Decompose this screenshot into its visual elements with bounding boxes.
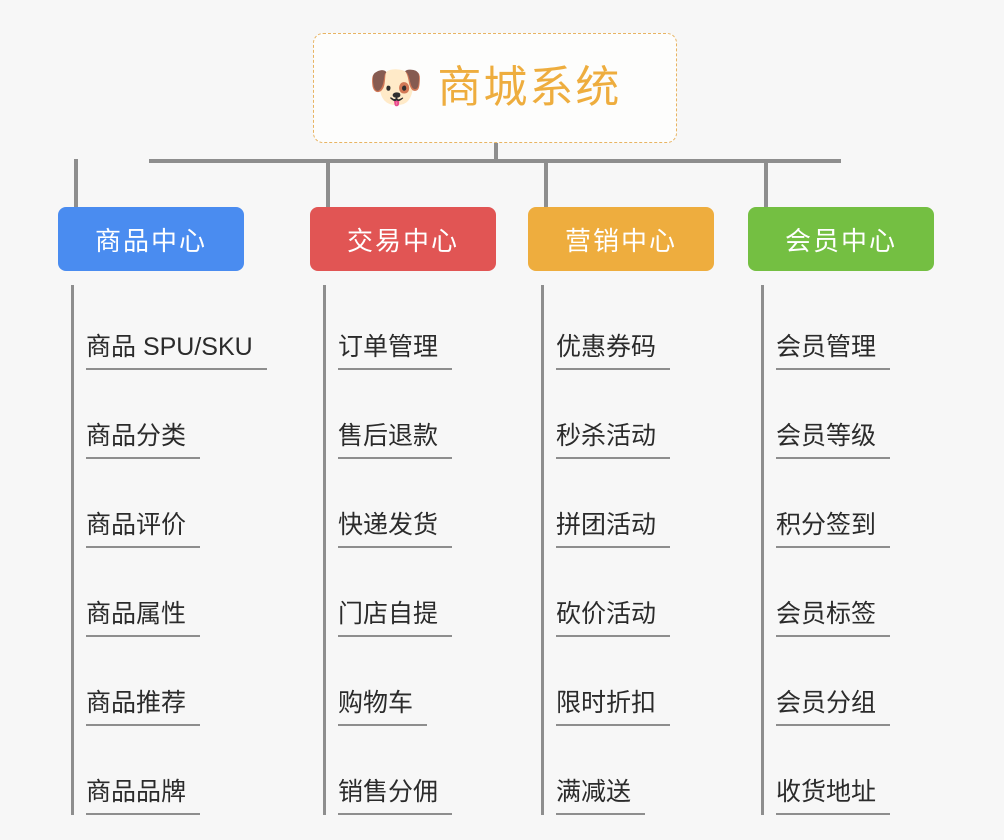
root-title: 商城系统 [437,63,622,112]
leaf-item-label: 满减送 [556,778,646,815]
leaf-item[interactable]: 购物车 [324,641,496,730]
branch-column-2: 交易中心订单管理售后退款快递发货门店自提购物车销售分佣 [310,207,496,819]
leaf-item-label: 销售分佣 [338,778,453,815]
leaf-item-label: 售后退款 [338,422,453,459]
leaf-item[interactable]: 满减送 [542,730,714,819]
leaf-item[interactable]: 拼团活动 [542,463,714,552]
branch-leaf-list-2: 订单管理售后退款快递发货门店自提购物车销售分佣 [310,285,496,819]
leaf-item[interactable]: 快递发货 [324,463,496,552]
leaf-item[interactable]: 商品评价 [72,463,244,552]
leaf-item[interactable]: 商品品牌 [72,730,244,819]
branch-trunk-3 [541,285,544,815]
branch-leaf-list-1: 商品 SPU/SKU 商品分类商品评价商品属性商品推荐商品品牌 [58,285,267,819]
connector-drop-3 [544,159,548,207]
leaf-item[interactable]: 商品属性 [72,552,244,641]
leaf-item-label: 砍价活动 [556,600,671,637]
branch-header-4[interactable]: 会员中心 [748,207,934,271]
leaf-item-label: 拼团活动 [556,511,671,548]
branch-header-label: 会员中心 [784,225,897,256]
branch-column-1: 商品中心商品 SPU/SKU 商品分类商品评价商品属性商品推荐商品品牌 [58,207,267,819]
leaf-item[interactable]: 商品 SPU/SKU [72,285,267,374]
leaf-item[interactable]: 限时折扣 [542,641,714,730]
connector-root-stem [494,143,498,162]
leaf-item-label: 门店自提 [338,600,453,637]
branch-header-1[interactable]: 商品中心 [58,207,244,271]
leaf-item-label: 商品分类 [86,422,201,459]
leaf-item-label: 会员标签 [776,600,891,637]
leaf-item[interactable]: 会员标签 [762,552,934,641]
leaf-item-label: 商品推荐 [86,689,201,726]
leaf-item-label: 优惠券码 [556,333,671,370]
branch-trunk-2 [323,285,326,815]
leaf-item-label: 商品评价 [86,511,201,548]
leaf-item-label: 会员管理 [776,333,891,370]
root-node[interactable]: 🐶 商城系统 [313,33,677,143]
leaf-item[interactable]: 售后退款 [324,374,496,463]
leaf-item[interactable]: 会员等级 [762,374,934,463]
leaf-item[interactable]: 商品分类 [72,374,244,463]
leaf-item-label: 订单管理 [338,333,453,370]
connector-horizontal-bus [149,159,841,163]
connector-drop-4 [764,159,768,207]
leaf-item-label: 快递发货 [338,511,453,548]
branch-header-label: 商品中心 [94,225,207,256]
leaf-item[interactable]: 商品推荐 [72,641,244,730]
leaf-item-label: 会员等级 [776,422,891,459]
branch-column-4: 会员中心会员管理会员等级积分签到会员标签会员分组收货地址 [748,207,934,819]
leaf-item-label: 秒杀活动 [556,422,671,459]
leaf-item-label: 商品 SPU/SKU [86,333,267,370]
leaf-item[interactable]: 会员分组 [762,641,934,730]
branch-trunk-4 [761,285,764,815]
leaf-item-label: 积分签到 [776,511,891,548]
leaf-item[interactable]: 销售分佣 [324,730,496,819]
branch-leaf-list-4: 会员管理会员等级积分签到会员标签会员分组收货地址 [748,285,934,819]
branch-header-label: 交易中心 [346,225,459,256]
shiba-dog-emoji-icon: 🐶 [368,63,424,112]
leaf-item[interactable]: 砍价活动 [542,552,714,641]
leaf-item[interactable]: 会员管理 [762,285,934,374]
leaf-item[interactable]: 优惠券码 [542,285,714,374]
leaf-item-label: 商品属性 [86,600,201,637]
connector-drop-2 [326,159,330,207]
leaf-item[interactable]: 门店自提 [324,552,496,641]
leaf-item-label: 会员分组 [776,689,891,726]
leaf-item-label: 收货地址 [776,778,891,815]
leaf-item-label: 商品品牌 [86,778,201,815]
connector-drop-1 [74,159,78,207]
leaf-item-label: 限时折扣 [556,689,671,726]
leaf-item-label: 购物车 [338,689,428,726]
branch-leaf-list-3: 优惠券码秒杀活动拼团活动砍价活动限时折扣满减送 [528,285,714,819]
leaf-item[interactable]: 积分签到 [762,463,934,552]
leaf-item[interactable]: 秒杀活动 [542,374,714,463]
branch-column-3: 营销中心优惠券码秒杀活动拼团活动砍价活动限时折扣满减送 [528,207,714,819]
branch-header-2[interactable]: 交易中心 [310,207,496,271]
branch-header-label: 营销中心 [564,225,677,256]
leaf-item[interactable]: 收货地址 [762,730,934,819]
branch-trunk-1 [71,285,74,815]
branch-header-3[interactable]: 营销中心 [528,207,714,271]
leaf-item[interactable]: 订单管理 [324,285,496,374]
